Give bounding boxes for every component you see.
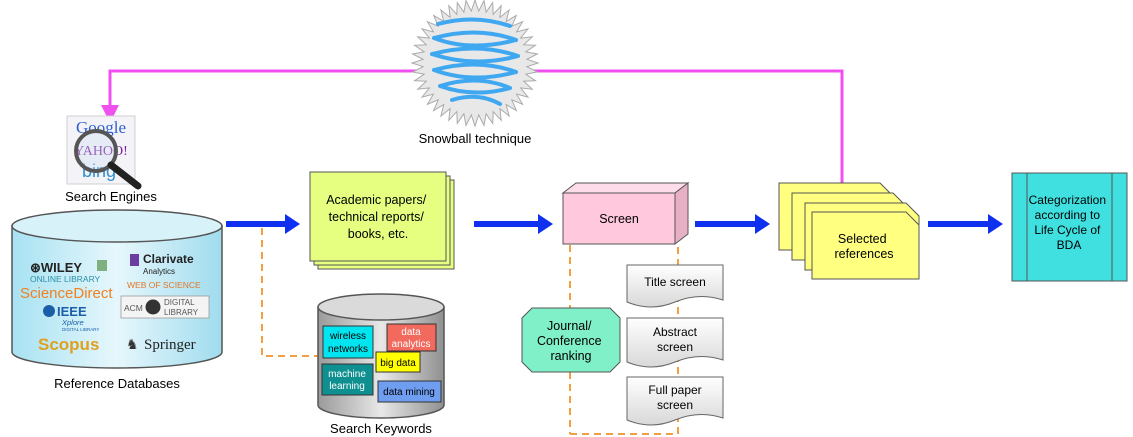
wiley-logo-text: ⊛WILEY [30,260,82,275]
webofscience-logo-text: WEB OF SCIENCE [127,280,201,290]
clarivate-icon [130,254,139,266]
screen-box [561,181,690,246]
acm-library-text: LIBRARY [164,308,199,317]
arrow-papers-to-screen [474,214,553,234]
ieee-icon [43,305,55,317]
springer-logo-text: Springer [144,337,196,353]
keyword-chip-big-data [375,351,421,373]
snowball-label: Snowball technique [419,131,532,146]
arrow-databases-to-papers [226,214,300,234]
database-logos: ⊛WILEY ONLINE LIBRARY ScienceDirect IEEE… [20,252,210,354]
scopus-logo-text: Scopus [38,335,99,354]
reference-databases-label: Reference Databases [54,376,180,391]
title-screen-doc: Title screen [626,264,724,308]
magnifier-icon [74,129,118,173]
acm-digital-text: DIGITAL [164,298,195,307]
keyword-chip-wireless-networks [322,325,374,359]
wiley-subtitle: ONLINE LIBRARY [30,274,101,284]
search-engines-label: Search Engines [65,189,157,204]
selected-references-label: Selected references [834,232,893,261]
keyword-chip-machine-learning [321,363,374,396]
categorization-label: Categorization according to Life Cycle o… [1029,193,1110,252]
screen-label: Screen [599,212,639,226]
ieee-logo-text: IEEE [57,304,87,319]
reference-databases-cylinder [11,209,223,369]
search-engines-logo: Google YAHOO! bing [66,115,142,190]
clarivate-subtitle: Analytics [143,267,175,276]
svg-text:big data: big data [380,358,416,369]
springer-knight-icon: ♞ [126,336,139,352]
clarivate-logo-text: Clarivate [143,252,194,266]
categorization-box [1011,172,1128,282]
acm-logo-text: ACM [124,303,143,313]
papers-stack [309,171,455,270]
snowball-icon [410,0,540,128]
svg-text:data mining: data mining [383,387,435,398]
search-keywords-label: Search Keywords [330,421,432,436]
keyword-chip-data-mining [377,380,442,403]
arrow-screen-to-selected [695,214,770,234]
keyword-chip-data-analytics [386,323,437,352]
wiley-book-icon [97,260,107,271]
arrow-selected-to-categorization [928,214,1003,234]
papers-label: Academic papers/ technical reports/ book… [326,193,430,241]
xplore-text: Xplore [61,318,84,327]
dashed-connectors [261,228,679,435]
ranking-box [521,307,621,373]
svg-text:Title screen: Title screen [644,275,706,289]
ranking-label: Journal/ Conference ranking [537,319,605,363]
flow-arrows [226,214,1003,234]
selected-references-stack [778,182,920,280]
acm-dl-icon [145,299,161,315]
xplore-subtitle: DIGITAL LIBRARY [62,327,99,332]
sciencedirect-logo-text: ScienceDirect [20,285,113,302]
